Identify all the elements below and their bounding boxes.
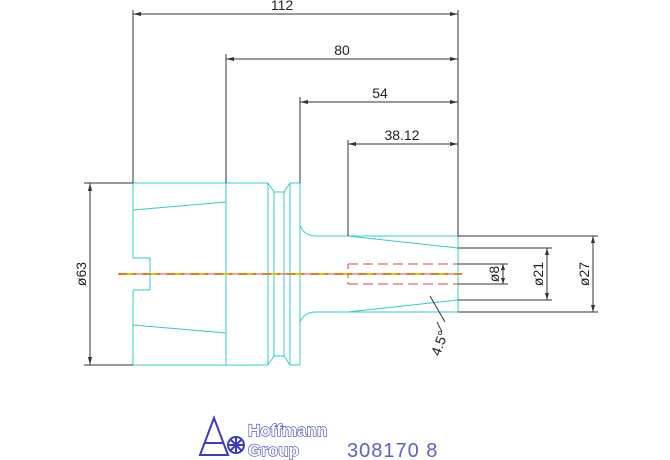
dim-dia8-label: ø8 [486,266,502,283]
dim-54-label: 54 [372,85,388,101]
neck-top [299,224,458,237]
dim-80-label: 80 [334,42,350,58]
center-lines [118,263,462,285]
dim-dia63-label: ø63 [73,262,89,286]
groove-top [267,182,300,193]
dim-dia27-label: ø27 [576,262,592,286]
dim-38-label: 38.12 [384,127,419,143]
part-number: 308170 8 [347,440,438,460]
logo-mark-icon [198,415,245,456]
dim-angle-label: 4.5° [427,329,451,358]
groove-bottom [267,355,300,366]
logo-line1: Hoffmann [248,421,327,440]
flange-outline [132,182,227,211]
logo-line2: Group [248,441,299,460]
dim-dia21-label: ø21 [530,262,546,286]
dim-112-label: 112 [271,0,294,13]
neck-bottom [299,311,458,323]
hoffmann-logo: Hoffmann Group [198,415,328,460]
arrowheads [88,12,595,365]
flange-outline-bottom [132,324,227,366]
